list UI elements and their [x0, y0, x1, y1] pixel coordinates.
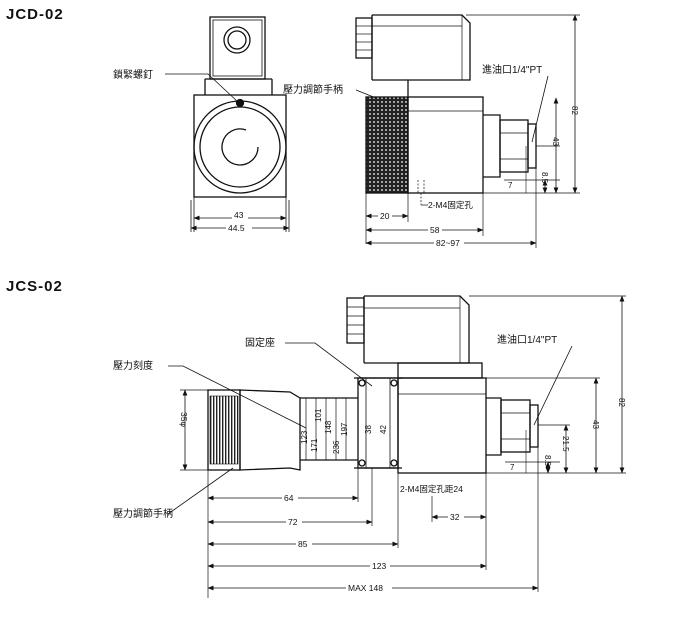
- jcd-dim-43-vert: 43: [551, 137, 560, 146]
- label-scale: 壓力刻度: [113, 359, 153, 372]
- jcd-dim-43-front: 43: [234, 210, 244, 220]
- label-seat: 固定座: [245, 336, 275, 349]
- label-handle: 壓力調節手柄: [113, 507, 173, 520]
- jcd-dim-8-5: 8.5: [540, 172, 549, 184]
- jcd-dim-82-97: 82~97: [436, 238, 460, 248]
- jcs-dim-42: 42: [379, 425, 388, 434]
- jcs-assembly: [180, 295, 626, 598]
- jcd-title: JCD-02: [6, 6, 64, 23]
- jcd-dim-82-vert: 82: [570, 106, 579, 115]
- jcd-front-view: [190, 16, 290, 232]
- jcd-dim-20: 20: [380, 211, 390, 221]
- label-handle: 壓力調節手柄: [283, 83, 343, 96]
- jcs-dim-123: 123: [372, 561, 386, 571]
- jcd-lock-screw-callout: 鎖緊螺釘: [113, 68, 239, 103]
- jcs-dim-148: 148: [324, 420, 333, 434]
- jcd-dim-58: 58: [430, 225, 440, 235]
- jcs-dim-101: 101: [314, 408, 323, 422]
- jcs-dim-123a: 123: [300, 430, 309, 444]
- jcs-dim-197: 197: [340, 422, 349, 436]
- jcs-scale-marks: [305, 398, 347, 460]
- jcs-dim-38: 38: [364, 425, 373, 434]
- jcs-dim-72: 72: [288, 517, 298, 527]
- jcs-dim-max-148: MAX 148: [348, 583, 383, 593]
- label-lock-screw: 鎖緊螺釘: [113, 68, 153, 81]
- jcs-dim-8-5: 8.5: [543, 455, 552, 467]
- jcd-side-view: [355, 14, 580, 248]
- jcs-dim-21-5: 21.5: [561, 436, 570, 452]
- jcs-dim-43-vert: 43: [591, 420, 600, 429]
- jcs-dim-82-vert: 82: [617, 398, 626, 407]
- jcd-dim-7: 7: [508, 181, 513, 190]
- jcd-side-dims: [365, 14, 578, 246]
- jcs-title: JCS-02: [6, 278, 63, 295]
- jcs-dim-32: 32: [450, 512, 460, 522]
- jcd-dim-44-5: 44.5: [228, 223, 245, 233]
- jcs-dim-35: 35φ: [179, 412, 189, 427]
- jcs-dim-85: 85: [298, 539, 308, 549]
- jcs-dim-64: 64: [284, 493, 294, 503]
- jcs-dim-236: 236: [332, 440, 341, 454]
- label-inlet: 進油口1/4"PT: [497, 333, 557, 346]
- jcd-side-callouts: 壓力調節手柄 進油口1/4"PT 2-M4固定孔: [283, 63, 549, 210]
- jcs-dim-7: 7: [510, 463, 515, 472]
- jcs-dim-171: 171: [310, 438, 319, 452]
- label-inlet: 進油口1/4"PT: [482, 63, 542, 76]
- label-holes: 2-M4固定孔: [428, 200, 473, 210]
- label-holes-jcs: 2-M4固定孔距24: [400, 484, 463, 494]
- jcs-callouts: 固定座 壓力刻度 壓力調節手柄 進油口1/4"PT: [113, 333, 573, 520]
